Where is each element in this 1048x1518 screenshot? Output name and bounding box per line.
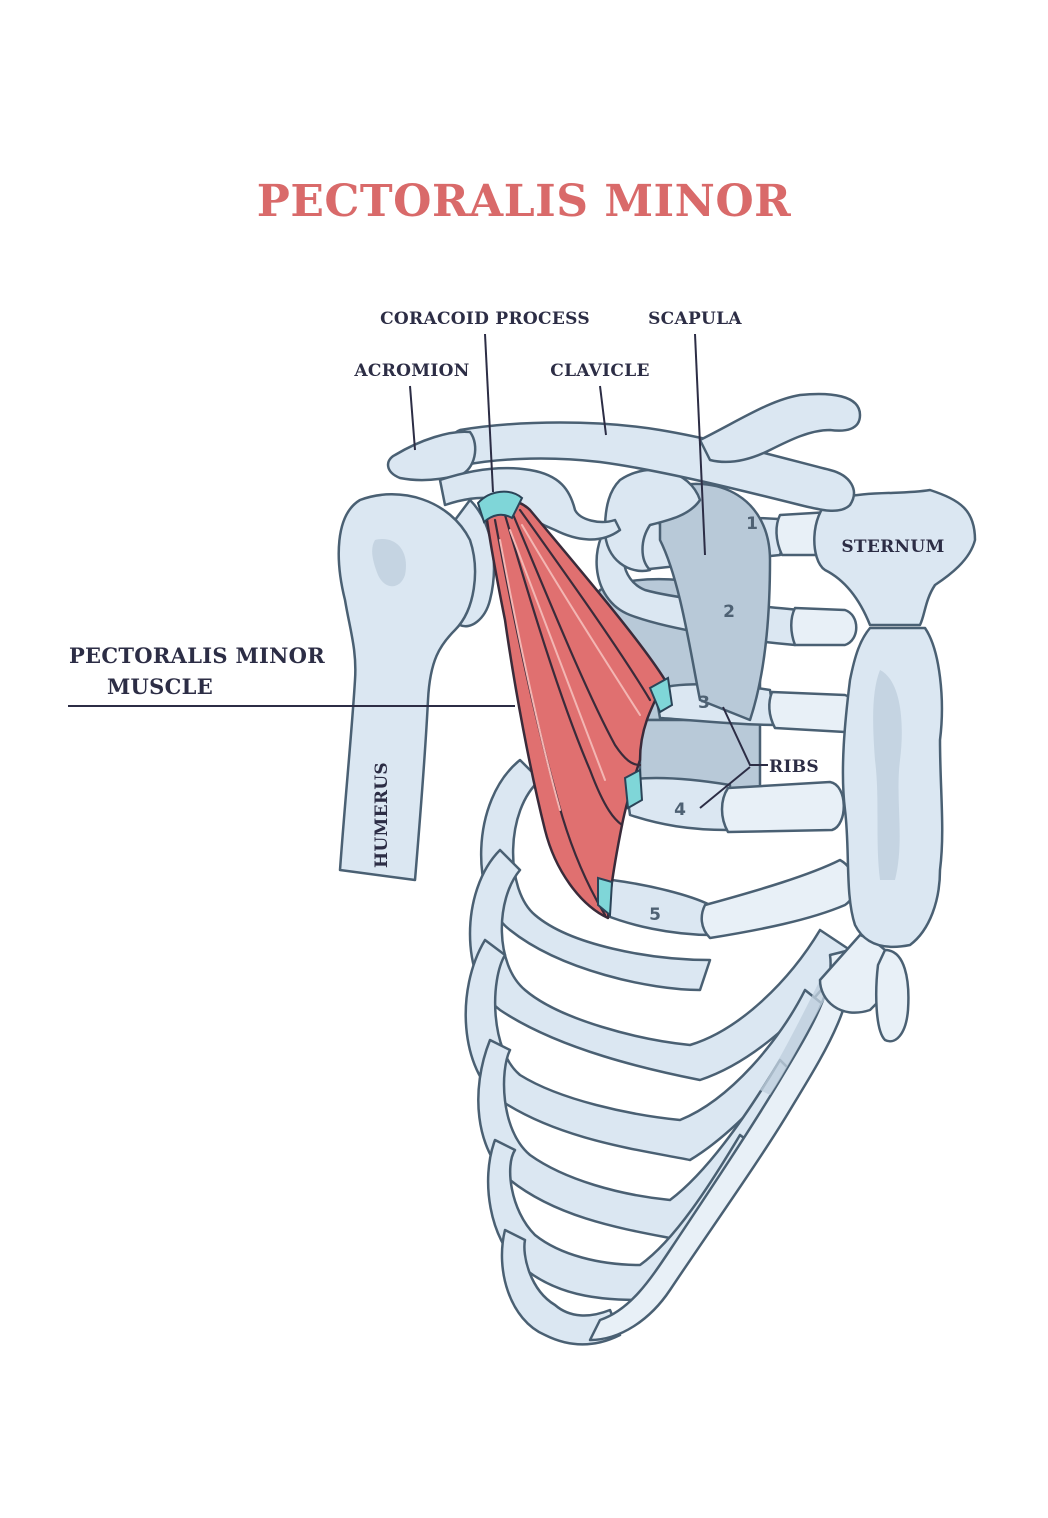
rib-number-2: 2 (723, 602, 735, 622)
muscle-label-line1: PECTORALIS MINOR (69, 643, 325, 668)
coracoid-leader-line (484, 333, 494, 493)
scapula (603, 468, 772, 722)
rib-10 (500, 1228, 622, 1346)
clavicle-label: CLAVICLE (550, 361, 649, 381)
tendon-rib-4 (623, 768, 644, 810)
rib-2-cartilage (790, 606, 858, 647)
muscle-tendon-origin (476, 490, 524, 524)
clavicle-leader-line (599, 385, 607, 436)
ribs-leader-line-3 (722, 706, 768, 766)
rib-3-cartilage (768, 690, 858, 734)
humerus-label: HUMERUS (372, 762, 392, 868)
ribs-label: RIBS (769, 757, 819, 777)
costal-margin (588, 948, 853, 1342)
acromion-label: ACROMION (353, 361, 469, 381)
scapular-spine (698, 392, 862, 464)
tendon-rib-3 (648, 676, 674, 714)
sternum: STERNUM (813, 488, 977, 1043)
scapula-leader-line (694, 333, 706, 556)
ribs-leader-line-4 (699, 766, 751, 809)
rib-cage (464, 577, 898, 1346)
labels: CORACOID PROCESS SCAPULA ACROMION CLAVIC… (68, 309, 819, 809)
rib-number-4: 4 (674, 800, 686, 820)
muscle-label-line2: MUSCLE (107, 674, 213, 699)
rib-number-1: 1 (746, 514, 758, 534)
rib-5-cartilage (700, 858, 857, 940)
coracoid-process-label: CORACOID PROCESS (380, 309, 590, 329)
muscle-belly[interactable] (483, 498, 667, 920)
acromion-leader-line (409, 385, 416, 451)
scapula-body (658, 482, 772, 722)
rib-number-5: 5 (649, 905, 661, 925)
rib-4-cartilage (720, 780, 845, 834)
sternum-label: STERNUM (841, 537, 944, 557)
scapula-label: SCAPULA (648, 309, 742, 329)
xiphoid-process (875, 948, 910, 1043)
humerus-bone (337, 493, 477, 882)
diagram-title: PECTORALIS MINOR (257, 176, 791, 227)
tendon-rib-5 (597, 876, 614, 918)
manubrium (813, 488, 977, 627)
pectoralis-minor-muscle (476, 490, 674, 920)
humerus: HUMERUS (337, 493, 477, 882)
rib-number-3: 3 (698, 693, 710, 713)
clavicle-bone (448, 421, 856, 512)
clavicle (448, 392, 862, 512)
